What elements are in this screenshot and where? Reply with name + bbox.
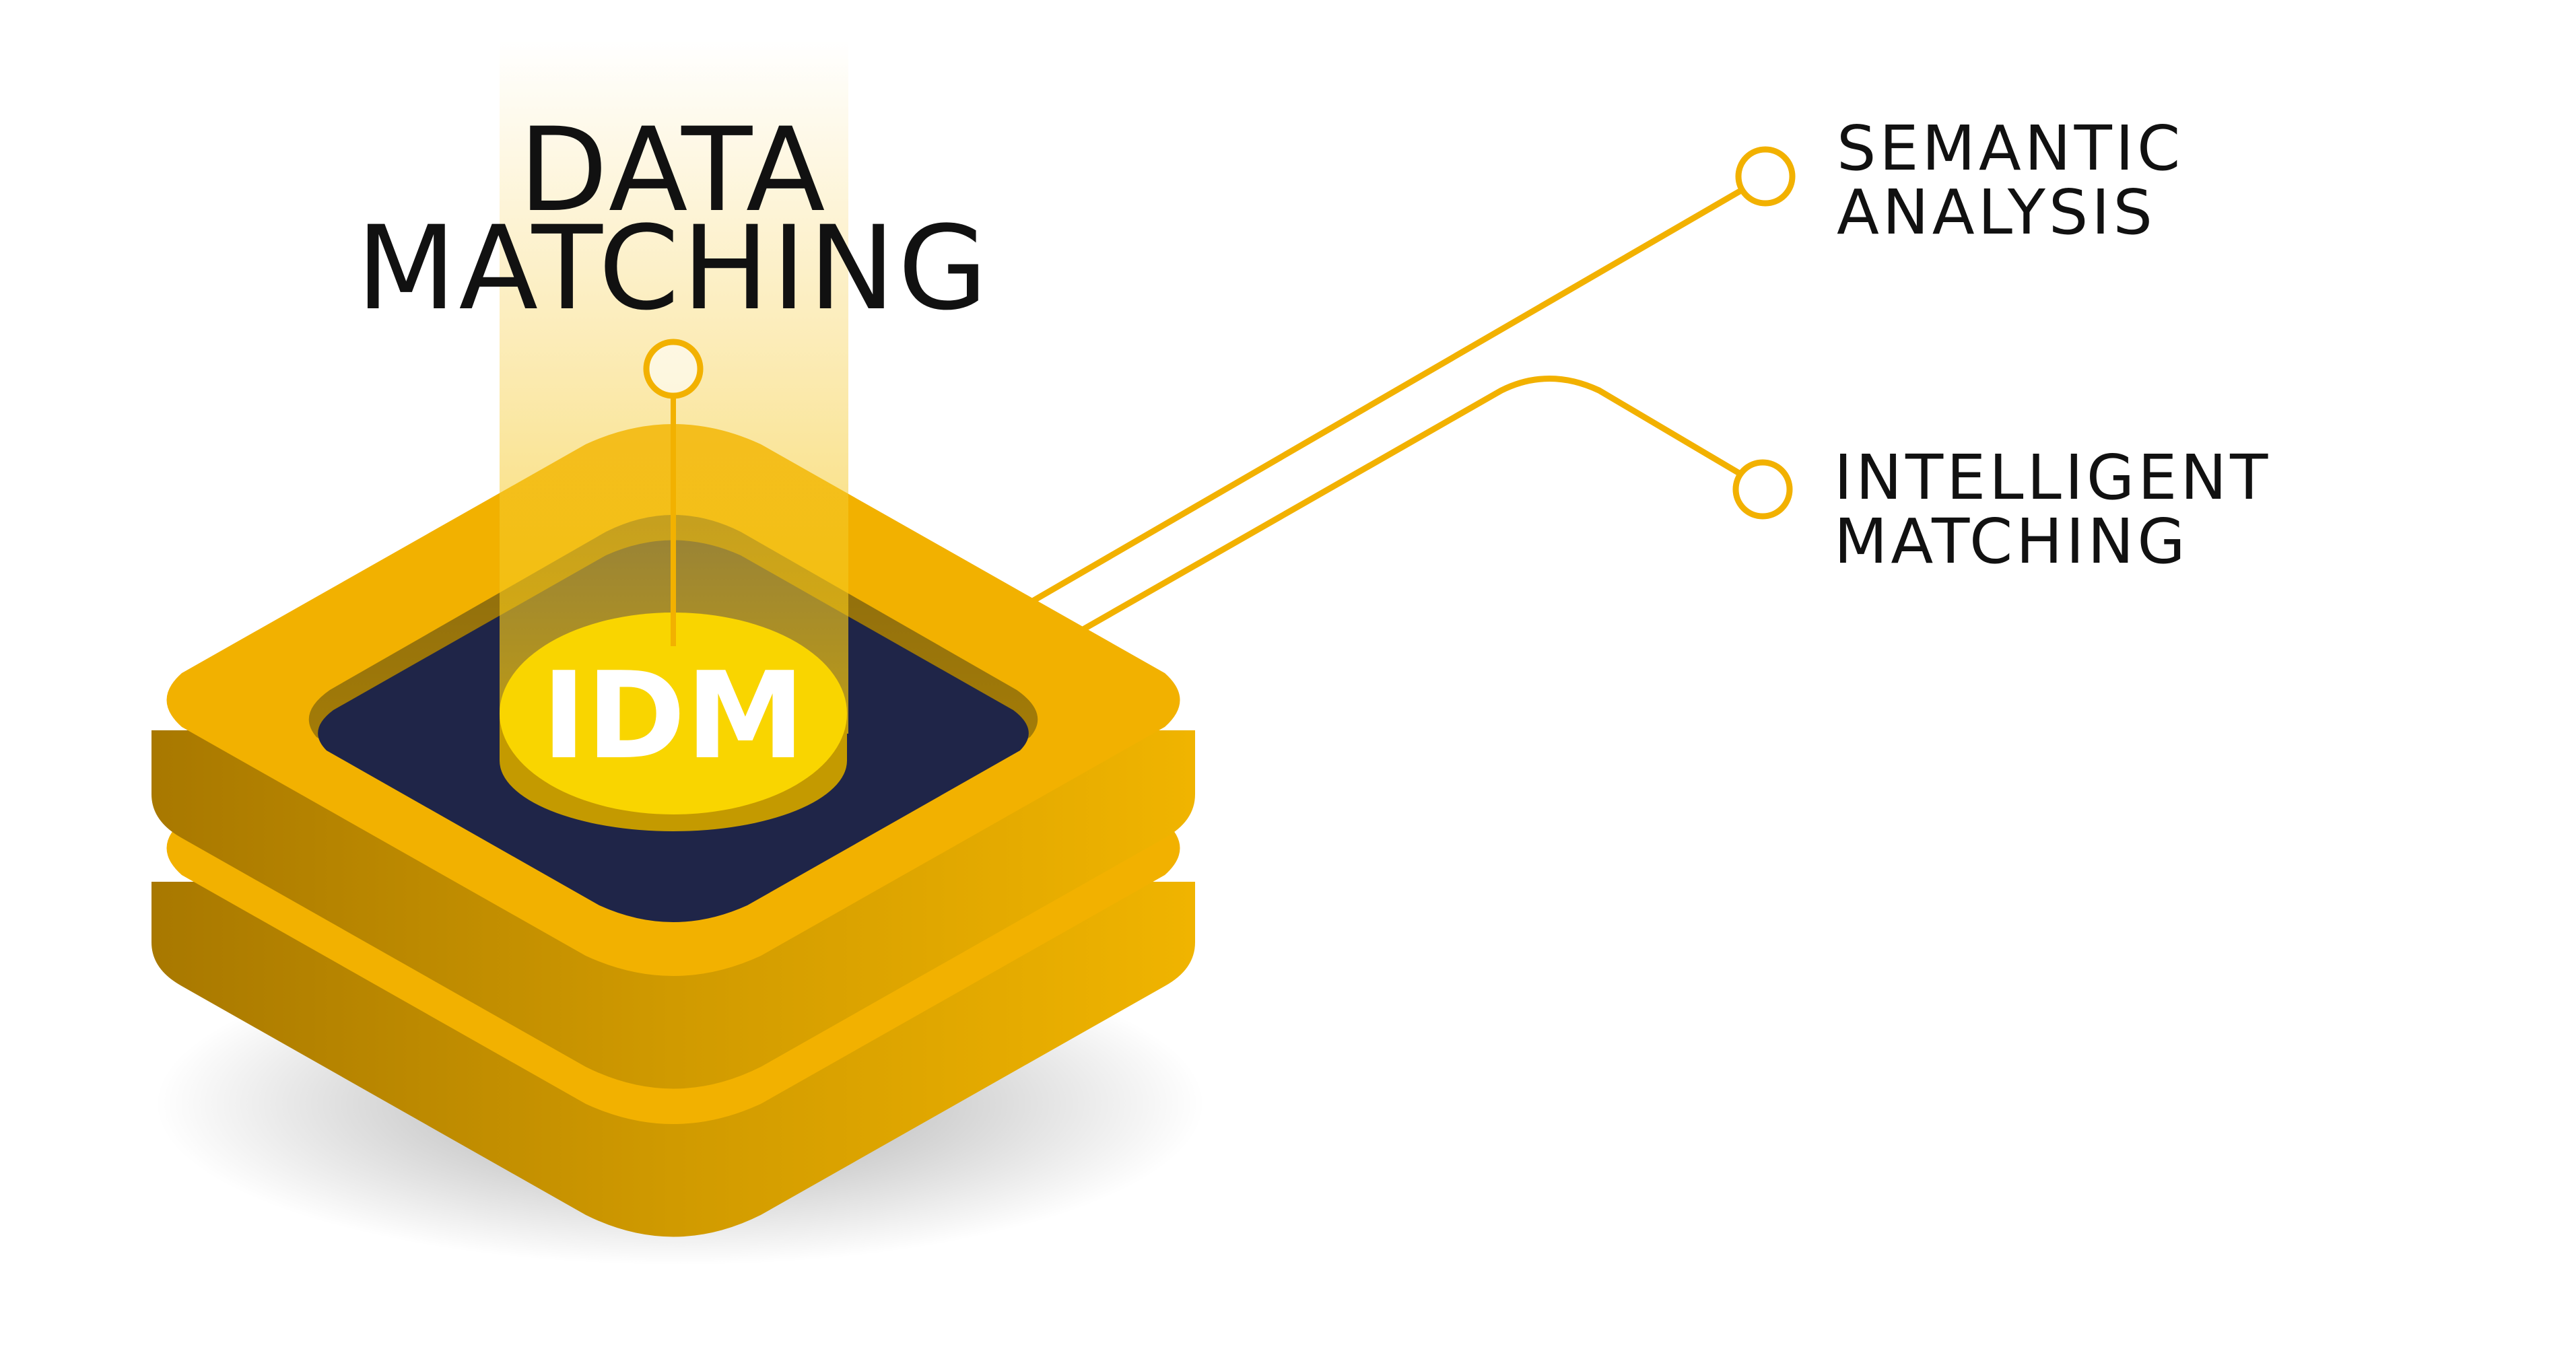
feature-semantic-analysis: SEMANTIC ANALYSIS [1735, 112, 2183, 248]
title-line-1: DATA [518, 102, 827, 238]
semantic-node-icon [1735, 146, 1796, 207]
idm-core: IDM [500, 613, 847, 831]
title-node-icon [643, 339, 704, 399]
core-cylinder-top [500, 613, 847, 814]
feature-intelligent-matching: INTELLIGENT MATCHING [1732, 442, 2271, 578]
feature-semantic-line-1: SEMANTIC [1837, 112, 2183, 184]
connector-line-intelligent [1075, 376, 1749, 635]
core-label: IDM [541, 646, 805, 786]
feature-intelligent-line-2: MATCHING [1834, 505, 2189, 578]
feature-intelligent-line-1: INTELLIGENT [1834, 442, 2271, 514]
diagram-title: DATA MATCHING [356, 102, 990, 336]
title-line-2: MATCHING [356, 201, 990, 336]
intelligent-node-icon [1732, 459, 1793, 520]
feature-semantic-line-2: ANALYSIS [1837, 176, 2156, 248]
connector-line-semantic [1025, 183, 1751, 607]
